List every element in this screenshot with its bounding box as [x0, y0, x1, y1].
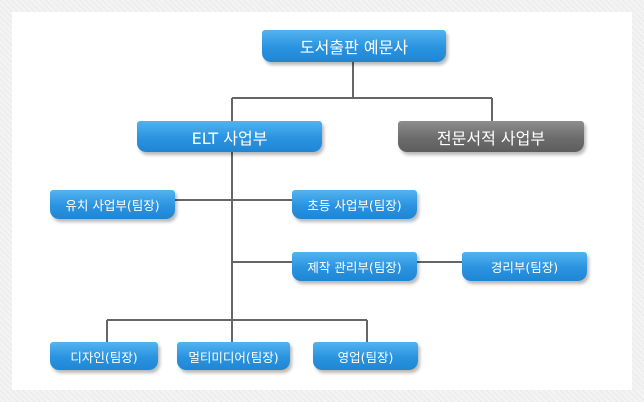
sales-team-box: 영업(팀장)	[313, 342, 418, 370]
elt-division-label: ELT 사업부	[191, 128, 268, 148]
multimedia-team-box: 멀티미디어(팀장)	[177, 342, 290, 370]
elt-division-box: ELT 사업부	[137, 121, 322, 152]
elementary-team-box: 초등 사업부(팀장)	[292, 190, 417, 219]
production-team-box: 제작 관리부(팀장)	[292, 252, 417, 281]
multimedia-team-label: 멀티미디어(팀장)	[188, 349, 279, 365]
kindergarten-team-label: 유치 사업부(팀장)	[65, 198, 160, 213]
accounting-team-box: 경리부(팀장)	[462, 252, 587, 281]
design-team-label: 디자인(팀장)	[70, 349, 138, 365]
root-box: 도서출판 예문사	[262, 30, 446, 62]
specialized-division-box: 전문서적 사업부	[398, 121, 584, 152]
kindergarten-team-box: 유치 사업부(팀장)	[50, 190, 175, 219]
sales-team-label: 영업(팀장)	[337, 349, 394, 365]
design-team-box: 디자인(팀장)	[50, 342, 158, 370]
specialized-division-label: 전문서적 사업부	[436, 128, 546, 148]
production-team-label: 제작 관리부(팀장)	[307, 260, 402, 275]
elementary-team-label: 초등 사업부(팀장)	[307, 198, 402, 213]
root-label: 도서출판 예문사	[299, 38, 409, 57]
accounting-team-label: 경리부(팀장)	[490, 260, 559, 275]
